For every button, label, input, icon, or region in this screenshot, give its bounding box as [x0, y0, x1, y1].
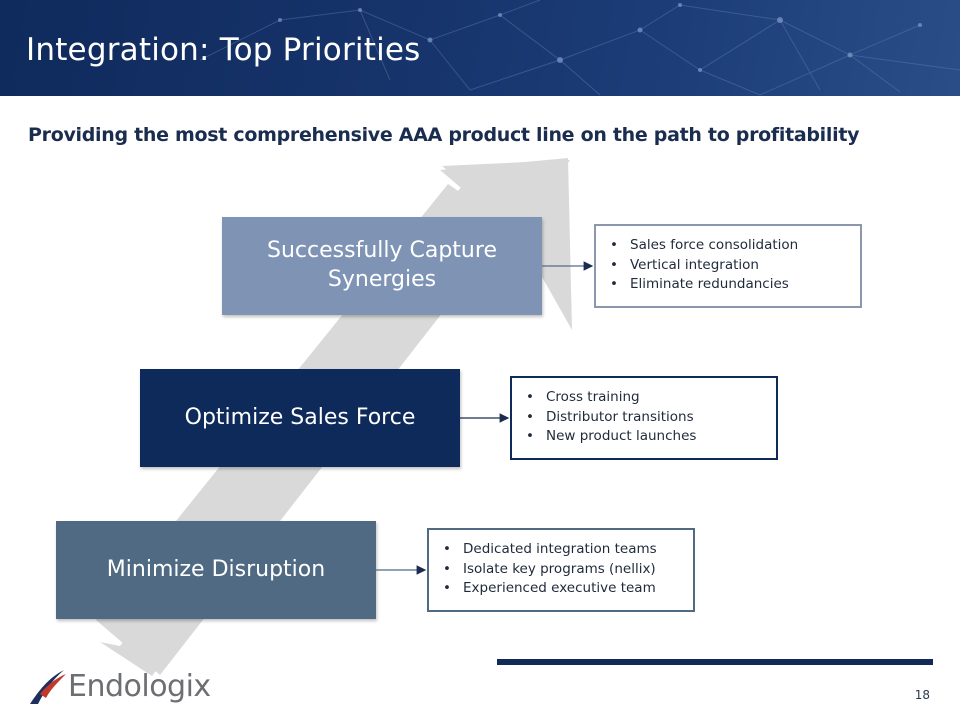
page-number: 18	[914, 688, 930, 702]
step-label: Successfully Capture Synergies	[267, 238, 497, 292]
step-box-capture-synergies: Successfully Capture Synergies	[222, 217, 542, 315]
step-label: Minimize Disruption	[106, 556, 326, 582]
bullet-list: Cross training Distributor transitions N…	[522, 388, 766, 447]
list-item: Distributor transitions	[522, 408, 766, 428]
page-title: Integration: Top Priorities	[26, 32, 421, 68]
step-label: Optimize Sales Force	[184, 404, 416, 430]
detail-box-minimize-disruption: Dedicated integration teams Isolate key …	[427, 528, 695, 612]
step-box-optimize-sales-force: Optimize Sales Force	[140, 369, 460, 467]
diagonal-arrow-head	[440, 158, 572, 330]
company-logo: Endologix	[26, 664, 211, 708]
detail-box-capture-synergies: Sales force consolidation Vertical integ…	[594, 224, 862, 308]
footer-divider	[497, 659, 933, 665]
list-item: Dedicated integration teams	[439, 540, 683, 560]
step-box-minimize-disruption: Minimize Disruption	[56, 521, 376, 619]
bullet-list: Dedicated integration teams Isolate key …	[439, 540, 683, 599]
list-item: Eliminate redundancies	[606, 275, 850, 295]
list-item: Vertical integration	[606, 256, 850, 276]
logo-wordmark: Endologix	[68, 668, 211, 704]
list-item: Experienced executive team	[439, 579, 683, 599]
title-banner: Integration: Top Priorities	[0, 0, 960, 96]
detail-box-optimize-sales-force: Cross training Distributor transitions N…	[510, 376, 778, 460]
network-background-graphic	[199, 0, 960, 96]
page-subtitle: Providing the most comprehensive AAA pro…	[28, 124, 860, 146]
list-item: Sales force consolidation	[606, 236, 850, 256]
endologix-swoosh-icon	[30, 670, 66, 704]
bullet-list: Sales force consolidation Vertical integ…	[606, 236, 850, 295]
list-item: New product launches	[522, 427, 766, 447]
list-item: Cross training	[522, 388, 766, 408]
list-item: Isolate key programs (nellix)	[439, 560, 683, 580]
